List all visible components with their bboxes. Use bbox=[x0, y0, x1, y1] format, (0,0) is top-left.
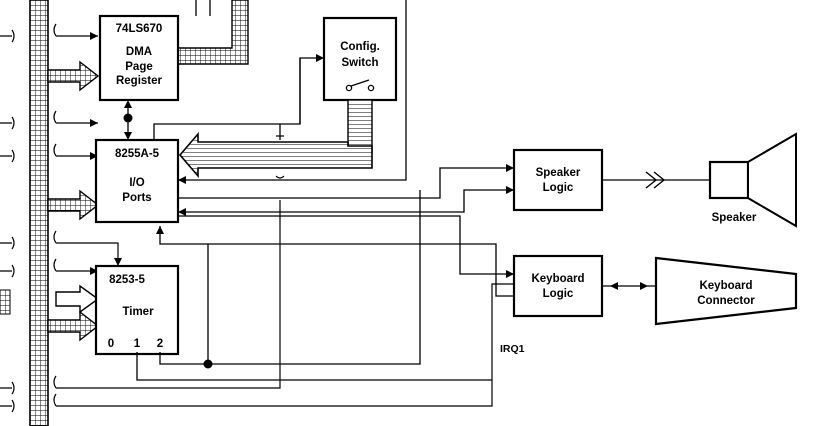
speaker-label: Speaker bbox=[712, 212, 757, 224]
timer-block: 8253-5 Timer 0 1 2 bbox=[94, 264, 180, 356]
keyboard-connector-block: Keyboard Connector bbox=[654, 256, 798, 326]
timer-channel-0: 0 bbox=[108, 338, 114, 350]
dma-line4: Register bbox=[116, 75, 163, 87]
control-lines bbox=[53, 23, 514, 407]
wire-arrowheads bbox=[124, 54, 648, 290]
dma-page-register-block: 74LS670 DMA Page Register bbox=[98, 14, 180, 102]
speaker-chevrons bbox=[645, 171, 666, 189]
irq1-label: IRQ1 bbox=[500, 343, 525, 355]
dma-line1: 74LS670 bbox=[116, 23, 163, 35]
speaker-logic-block: Speaker Logic bbox=[512, 148, 604, 212]
switch-icon bbox=[345, 79, 375, 92]
config-line2: Switch bbox=[341, 57, 378, 69]
wire-hooks bbox=[275, 135, 285, 179]
speaker-logic-line2: Logic bbox=[543, 182, 574, 194]
timer-left-data-arrow bbox=[55, 284, 100, 314]
speaker-logic-line1: Speaker bbox=[536, 167, 581, 179]
dma-upper-bus bbox=[177, 0, 249, 65]
keyboard-logic-block: Keyboard Logic bbox=[512, 254, 604, 318]
timer-line2: Timer bbox=[122, 306, 154, 318]
data-bus-arrows bbox=[47, 60, 100, 342]
config-switch-block: Config. Switch bbox=[322, 16, 398, 102]
left-edge-bus-fragment bbox=[0, 289, 11, 315]
left-bus-stubs bbox=[0, 29, 15, 413]
ppi-line1: 8255A-5 bbox=[115, 148, 160, 160]
timer-line1: 8253-5 bbox=[109, 274, 145, 286]
config-line1: Config. bbox=[340, 41, 380, 53]
config-to-ppi-bus bbox=[178, 99, 373, 179]
dma-line3: Page bbox=[125, 61, 153, 73]
keyboard-logic-line2: Logic bbox=[543, 288, 574, 300]
junction-dot bbox=[123, 113, 133, 123]
keyboard-connector-line2: Connector bbox=[697, 295, 755, 307]
ppi-line3: Ports bbox=[122, 192, 151, 204]
dma-line2: DMA bbox=[126, 46, 152, 58]
ppi-block: 8255A-5 I/O Ports bbox=[94, 138, 180, 224]
control-arrowheads bbox=[90, 32, 122, 275]
keyboard-logic-line1: Keyboard bbox=[531, 273, 584, 285]
system-bus bbox=[29, 0, 49, 426]
timer-channel-2: 2 bbox=[157, 338, 163, 350]
junction-dot bbox=[203, 359, 213, 369]
speaker-icon bbox=[708, 132, 797, 228]
timer-channel-1: 1 bbox=[134, 338, 141, 350]
ppi-line2: I/O bbox=[129, 177, 144, 189]
keyboard-connector-line1: Keyboard bbox=[699, 280, 752, 292]
